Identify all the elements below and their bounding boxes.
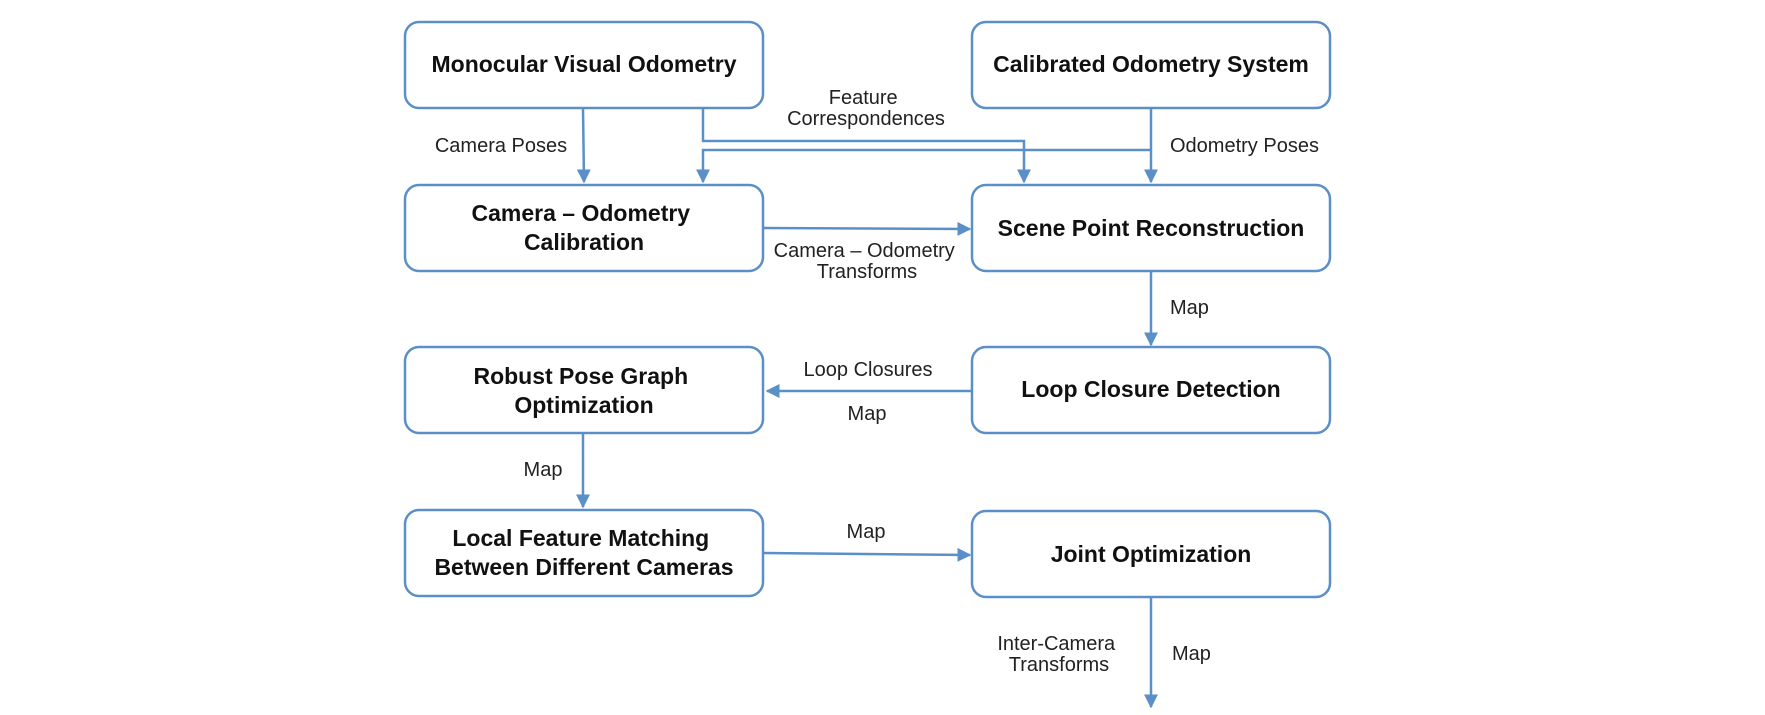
svg-text:Loop Closure Detection: Loop Closure Detection [1021, 376, 1280, 402]
node-calibrated-odometry-system[interactable]: Calibrated Odometry System [970, 20, 1332, 110]
connectors [576, 107, 1158, 709]
nodes: Monocular Visual Odometry Calibrated Odo… [403, 20, 1332, 599]
edge-map-lfm-jo [762, 547, 972, 562]
label-map-lfm-jo: Map [847, 521, 886, 543]
label-map-rpg-lfm: Map [524, 459, 563, 481]
node-scene-point-reconstruction[interactable]: Scene Point Reconstruction [970, 183, 1332, 273]
node-label-line: Optimization [514, 392, 653, 418]
node-label-line: Local Feature Matching [452, 525, 709, 551]
svg-text:Scene Point Reconstruction: Scene Point Reconstruction [998, 215, 1305, 241]
edge-labels: Camera Poses Feature Correspondences Odo… [435, 87, 1319, 676]
label-cam-odo-transforms: Camera – Odometry Transforms [774, 240, 961, 283]
node-joint-optimization[interactable]: Joint Optimization [970, 509, 1332, 599]
svg-text:Local Feature Matching: Local Feature Matching Between Different… [434, 525, 733, 580]
node-label-line: Monocular Visual Odometry [431, 51, 736, 77]
node-label-line: Scene Point Reconstruction [998, 215, 1305, 241]
label-feature-correspondences: Feature Correspondences [787, 87, 945, 130]
svg-text:Calibrated Odometry System: Calibrated Odometry System [993, 51, 1309, 77]
node-label-line: Loop Closure Detection [1021, 376, 1280, 402]
node-robust-pose-graph-optimization[interactable]: Robust Pose Graph Optimization [403, 345, 765, 435]
label-inter-camera-transforms: Inter-Camera Transforms [997, 633, 1120, 676]
node-label-line: Calibration [524, 229, 644, 255]
node-camera-odometry-calibration[interactable]: Camera – Odometry Calibration [403, 183, 765, 273]
node-label-line: Calibrated Odometry System [993, 51, 1309, 77]
node-label-line: Robust Pose Graph [473, 363, 688, 389]
svg-text:Robust Pose Graph Opti: Robust Pose Graph Optimization [473, 363, 694, 418]
label-camera-poses: Camera Poses [435, 135, 567, 157]
label-loop-closures: Loop Closures [804, 359, 933, 381]
edge-camera-poses [576, 107, 591, 184]
svg-text:Camera – Odometry Cali: Camera – Odometry Calibration [472, 200, 697, 255]
label-map-spr-lcd: Map [1170, 297, 1209, 319]
label-odometry-poses: Odometry Poses [1170, 135, 1319, 157]
node-local-feature-matching[interactable]: Local Feature Matching Between Different… [403, 508, 765, 598]
node-monocular-visual-odometry[interactable]: Monocular Visual Odometry [403, 20, 765, 110]
edge-odometry-to-calibration [696, 148, 1151, 184]
node-label-line: Between Different Cameras [434, 554, 733, 580]
svg-text:Joint Optimization: Joint Optimization [1051, 541, 1252, 567]
label-map-jo-out: Map [1172, 643, 1211, 665]
edge-cam-odo-transforms [762, 221, 972, 236]
label-map-lcd-rpg: Map [848, 403, 887, 425]
svg-text:Monocular Visual Odometry: Monocular Visual Odometry [431, 51, 736, 77]
edge-feature-correspondences [701, 108, 1031, 184]
node-label-line: Camera – Odometry [472, 200, 691, 226]
node-label-line: Joint Optimization [1051, 541, 1252, 567]
node-loop-closure-detection[interactable]: Loop Closure Detection [970, 345, 1332, 435]
